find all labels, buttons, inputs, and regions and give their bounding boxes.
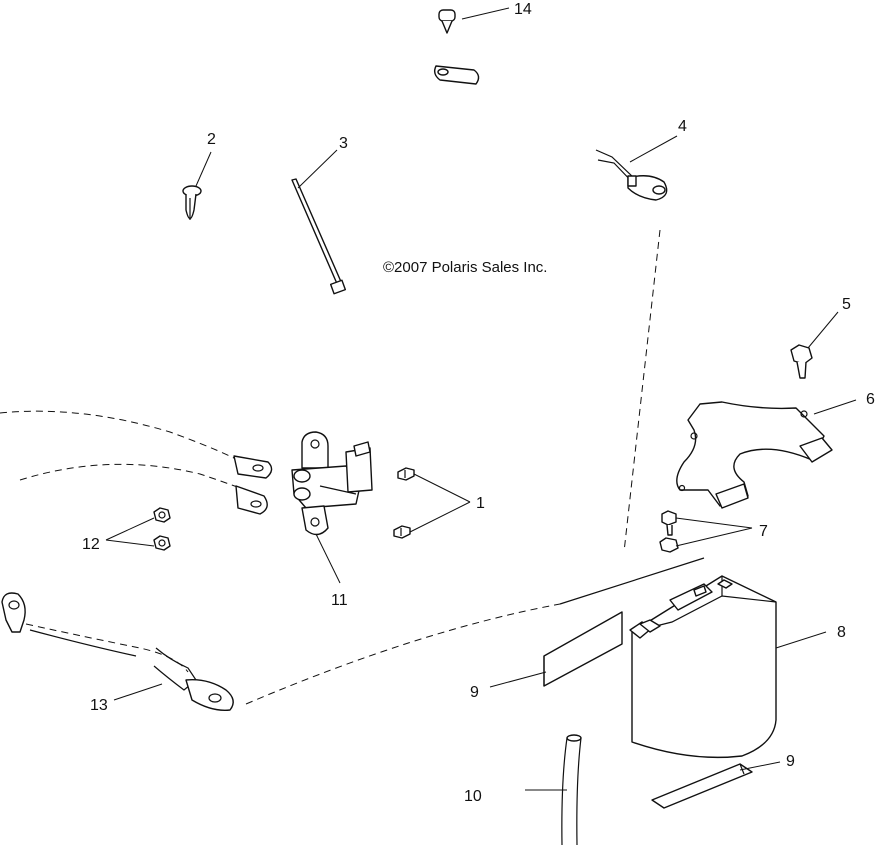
- part-5-bolt: [790, 344, 813, 379]
- callout-12: 12: [82, 536, 100, 553]
- part-14-push-rivet: [433, 9, 480, 85]
- callout-13: 13: [90, 697, 108, 714]
- callout-5: 5: [842, 296, 851, 313]
- callout-labels: 14 2 3 4 5 6 7 8 9 9 10 11 1 12 13: [82, 1, 875, 805]
- part-13-ground-cable: [1, 557, 705, 711]
- copyright-notice: ©2007 Polaris Sales Inc.: [383, 259, 547, 276]
- part-9-pad-lower: [651, 763, 753, 809]
- routing-line: [623, 229, 661, 553]
- callout-4: 4: [678, 118, 687, 135]
- harness-wires: [0, 410, 273, 515]
- callout-1: 1: [476, 495, 485, 512]
- part-2-push-pin: [182, 185, 202, 220]
- callout-7: 7: [759, 523, 768, 540]
- callout-9-lower: 9: [786, 753, 795, 770]
- callout-8: 8: [837, 624, 846, 641]
- callout-2: 2: [207, 131, 216, 148]
- callout-11: 11: [331, 592, 348, 609]
- part-12-nuts: [153, 507, 171, 551]
- part-4-battery-cable: [595, 149, 668, 201]
- callout-10: 10: [464, 788, 482, 805]
- part-11-solenoid: [291, 431, 373, 536]
- leader-lines: [105, 7, 857, 791]
- part-10-vent-tube: [561, 734, 582, 846]
- part-6-bracket: [676, 401, 833, 509]
- part-7-screw-nut: [659, 510, 679, 553]
- part-1-screws: [393, 467, 415, 539]
- callout-3: 3: [339, 135, 348, 152]
- callout-14: 14: [514, 1, 532, 18]
- part-9-pad-upper: [543, 611, 623, 687]
- callout-6: 6: [866, 391, 875, 408]
- part-3-cable-tie: [291, 178, 347, 295]
- part-8-battery: [629, 575, 777, 759]
- callout-9-upper: 9: [470, 684, 479, 701]
